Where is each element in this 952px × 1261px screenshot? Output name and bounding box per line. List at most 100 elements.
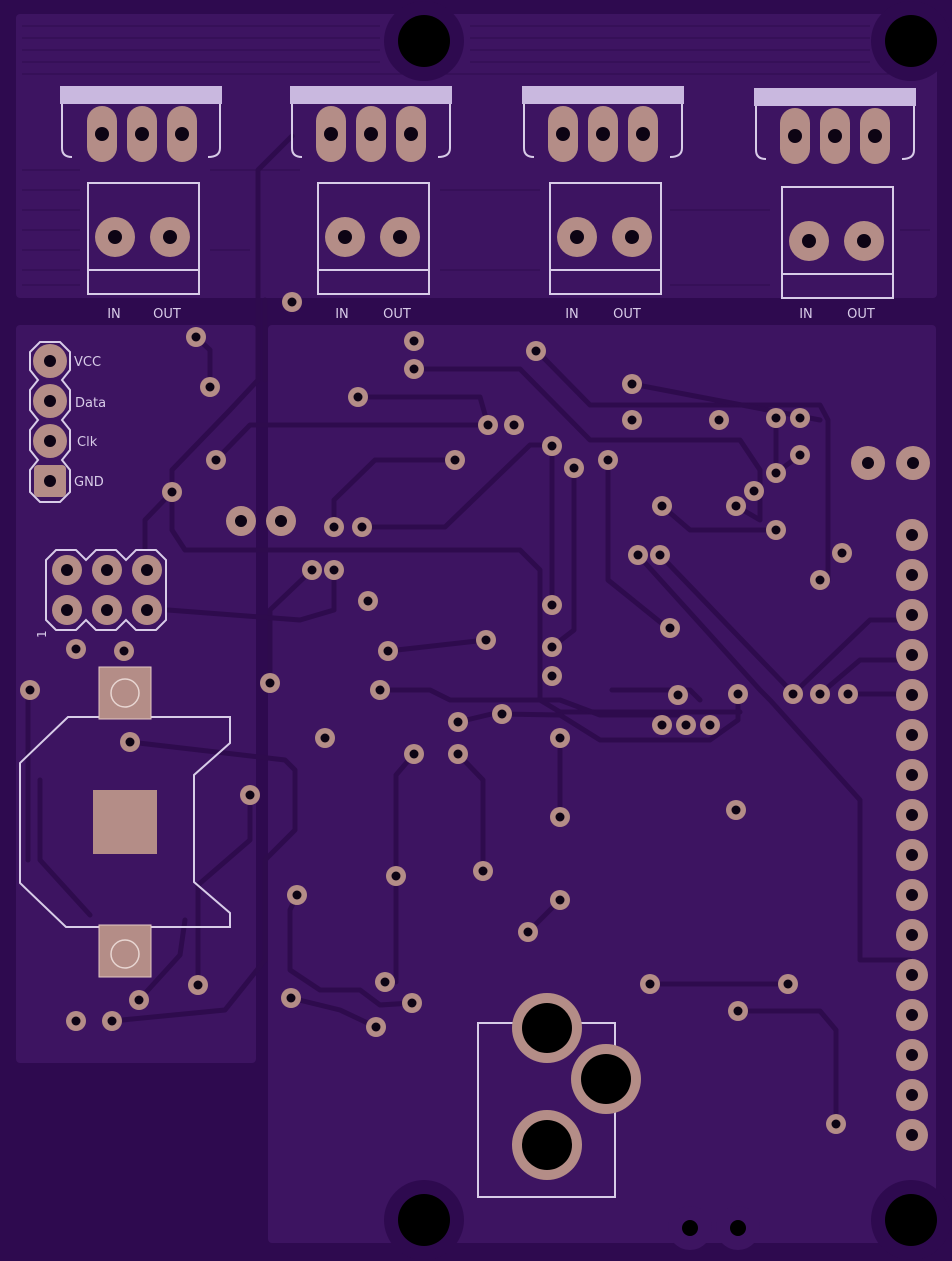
via-hole xyxy=(409,336,419,346)
pad-hole xyxy=(61,604,73,616)
pin-label-data: Data xyxy=(75,396,106,411)
via-hole xyxy=(320,733,330,743)
relay-module-3: IN OUT xyxy=(522,86,684,322)
via-hole xyxy=(167,487,177,497)
small-hole xyxy=(682,1220,698,1236)
pad-hole xyxy=(570,230,584,244)
pad-hole xyxy=(907,457,919,469)
pad-hole xyxy=(163,230,177,244)
via-hole xyxy=(357,522,367,532)
via-hole xyxy=(714,415,724,425)
via-hole xyxy=(523,927,533,937)
pad-hole xyxy=(364,127,378,141)
terminal-block-outline xyxy=(549,182,662,295)
via-hole xyxy=(547,671,557,681)
right-header xyxy=(896,519,928,1151)
pad-hole xyxy=(906,569,918,581)
via-hole xyxy=(555,733,565,743)
via-hole xyxy=(375,685,385,695)
pad-hole xyxy=(141,564,153,576)
via-hole xyxy=(409,749,419,759)
relay-out-label: OUT xyxy=(153,307,181,322)
via-hole xyxy=(71,1016,81,1026)
pad-hole xyxy=(235,515,247,527)
pad-hole xyxy=(393,230,407,244)
pad-hole xyxy=(275,515,287,527)
pad-hole xyxy=(906,689,918,701)
mounting-hole-icon xyxy=(885,1194,937,1246)
pad-hole xyxy=(625,230,639,244)
via-hole xyxy=(603,455,613,465)
pad-hole xyxy=(788,129,802,143)
via-hole xyxy=(329,565,339,575)
pad-hole xyxy=(596,127,610,141)
pad-hole xyxy=(906,1129,918,1141)
via-hole xyxy=(731,805,741,815)
pad-hole xyxy=(906,849,918,861)
via-hole xyxy=(71,644,81,654)
copper-pour xyxy=(16,14,937,1243)
via-hole xyxy=(783,979,793,989)
via-hole xyxy=(815,689,825,699)
relay-outline xyxy=(755,106,915,160)
via-hole xyxy=(453,717,463,727)
pad-hole xyxy=(404,127,418,141)
via-hole xyxy=(363,596,373,606)
battery-holder xyxy=(19,666,231,978)
mounting-hole-icon xyxy=(398,1194,450,1246)
pad-hole xyxy=(906,809,918,821)
pad-hole xyxy=(906,1089,918,1101)
via-hole xyxy=(655,550,665,560)
relay-out-label: OUT xyxy=(847,307,875,322)
relay-in-label: IN xyxy=(335,307,349,322)
via-hole xyxy=(409,364,419,374)
pad-hole xyxy=(44,475,56,487)
pad-hole xyxy=(906,929,918,941)
pad-hole xyxy=(906,1009,918,1021)
battery-holder-outline xyxy=(19,716,231,928)
via-hole xyxy=(547,600,557,610)
via-hole xyxy=(673,690,683,700)
via-hole xyxy=(380,977,390,987)
via-hole xyxy=(555,895,565,905)
fiducial-holes xyxy=(668,1206,760,1250)
via-hole xyxy=(287,297,297,307)
power-jack xyxy=(477,993,641,1198)
via-hole xyxy=(749,486,759,496)
jack-hole xyxy=(522,1120,572,1170)
via-hole xyxy=(307,565,317,575)
vias xyxy=(20,292,858,1134)
pad-hole xyxy=(906,649,918,661)
mounting-hole-icon xyxy=(398,15,450,67)
pad-hole xyxy=(135,127,149,141)
via-hole xyxy=(478,866,488,876)
pad-hole xyxy=(906,729,918,741)
pad-hole xyxy=(44,395,56,407)
via-hole xyxy=(843,689,853,699)
via-hole xyxy=(134,995,144,1005)
via-hole xyxy=(353,392,363,402)
pad-hole xyxy=(324,127,338,141)
via-hole xyxy=(25,685,35,695)
pad-hole xyxy=(338,230,352,244)
via-hole xyxy=(245,790,255,800)
capacitor-pads xyxy=(226,506,296,536)
battery-pad-ring xyxy=(110,678,140,708)
via-hole xyxy=(407,998,417,1008)
relay-header-bar xyxy=(522,86,684,104)
pin-label-gnd: GND xyxy=(74,475,104,490)
via-hole xyxy=(193,980,203,990)
sensor-header-outline xyxy=(29,341,71,503)
via-hole xyxy=(771,468,781,478)
via-hole xyxy=(391,871,401,881)
via-hole xyxy=(531,346,541,356)
via-hole xyxy=(509,420,519,430)
via-hole xyxy=(665,623,675,633)
via-hole xyxy=(627,379,637,389)
pad-hole xyxy=(906,889,918,901)
pad-hole xyxy=(108,230,122,244)
via-hole xyxy=(450,455,460,465)
via-hole xyxy=(191,332,201,342)
relay-header-bar xyxy=(754,88,916,106)
